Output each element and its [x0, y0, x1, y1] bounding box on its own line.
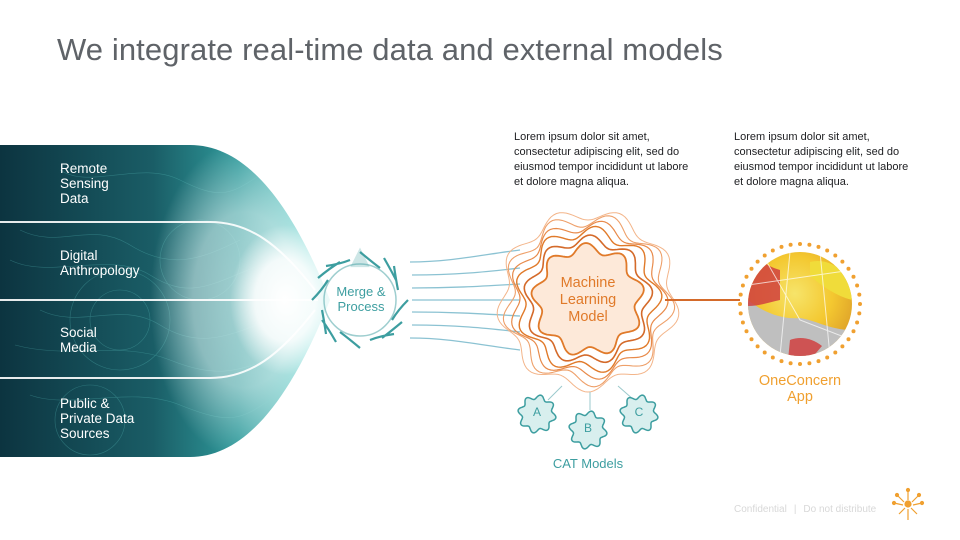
cat-connectors — [547, 385, 635, 410]
app-dot — [755, 344, 760, 349]
app-dot — [851, 329, 856, 334]
app-dot — [858, 302, 862, 306]
app-label-line: App — [787, 389, 813, 405]
app-dot — [798, 242, 802, 246]
company-logo — [891, 487, 925, 520]
app-dot — [833, 350, 838, 355]
app-dot — [846, 337, 851, 342]
ml-label-line: Machine — [560, 275, 616, 291]
source-public-private: Public & Private Data Sources — [60, 396, 180, 441]
app-dot — [740, 283, 745, 288]
footer-notice: Confidential | Do not distribute — [734, 504, 876, 515]
app-dot — [755, 259, 760, 264]
cat-gear — [517, 394, 557, 434]
cat-model-b: B — [583, 421, 592, 435]
cat-model-c: C — [634, 405, 644, 419]
source-remote-sensing: Remote Sensing Data — [60, 161, 180, 206]
app-dot — [825, 355, 830, 360]
cat-model-a: A — [532, 405, 541, 419]
app-dot — [855, 320, 860, 325]
app-dot — [857, 311, 862, 316]
merge-process-ring — [311, 247, 409, 349]
app-dot — [816, 359, 821, 364]
source-label-line: Private Data — [60, 411, 135, 426]
source-label-line: Sources — [60, 426, 110, 441]
app-dot — [749, 337, 754, 342]
app-dot — [855, 283, 860, 288]
footer-confidential: Confidential — [734, 504, 787, 515]
app-dot — [788, 361, 793, 366]
source-label-line: Anthropology — [60, 263, 140, 278]
app-label: OneConcern App — [745, 373, 855, 405]
source-label-line: Digital — [60, 248, 98, 263]
app-dot — [807, 361, 812, 366]
source-label-line: Data — [60, 191, 89, 206]
cat-models-label: CAT Models — [552, 456, 624, 471]
ml-ring — [530, 242, 645, 356]
app-dot — [770, 248, 775, 253]
source-digital-anthropology: Digital Anthropology — [60, 248, 180, 278]
ml-label-line: Model — [568, 309, 608, 325]
app-dot — [762, 253, 767, 258]
app-dot — [857, 292, 862, 297]
app-dot — [798, 362, 802, 366]
ml-ring — [511, 220, 669, 380]
footer-distribution: Do not distribute — [803, 504, 877, 515]
app-dot — [738, 292, 743, 297]
app-description: Lorem ipsum dolor sit amet, consectetur … — [734, 131, 909, 188]
app-dot — [840, 344, 845, 349]
page-title: We integrate real-time data and external… — [57, 32, 723, 67]
app-dot — [779, 359, 784, 364]
source-label-line: Media — [60, 340, 97, 355]
source-label-line: Public & — [60, 396, 110, 411]
app-dot — [740, 320, 745, 325]
cat-gear — [568, 410, 608, 450]
ml-ring — [523, 234, 654, 364]
app-dots — [738, 242, 862, 366]
cat-gears — [517, 394, 659, 450]
source-label-line: Social — [60, 325, 97, 340]
ml-description: Lorem ipsum dolor sit amet, consectetur … — [514, 131, 689, 188]
app-dot — [833, 253, 838, 258]
footer-separator: | — [793, 504, 797, 515]
app-map-circle — [738, 242, 862, 366]
merge-label-line: Merge & — [336, 284, 386, 299]
ml-ring — [516, 225, 663, 373]
ml-label-line: Learning — [559, 292, 617, 308]
source-social-media: Social Media — [60, 325, 180, 355]
app-dot — [846, 266, 851, 271]
merge-process-label: Merge & Process — [325, 284, 397, 314]
source-label-line: Remote — [60, 161, 108, 176]
app-dot — [738, 311, 743, 316]
ml-ring — [502, 215, 676, 388]
app-dot — [779, 244, 784, 249]
app-dot — [744, 329, 749, 334]
app-dot — [816, 244, 821, 249]
ml-model-rings — [496, 212, 680, 393]
source-label-line: Sensing — [60, 176, 109, 191]
app-dot — [851, 274, 856, 279]
app-label-line: OneConcern — [758, 373, 842, 389]
app-dot — [825, 248, 830, 253]
app-dot — [744, 274, 749, 279]
ml-model-label: Machine Learning Model — [548, 275, 628, 326]
app-dot — [770, 355, 775, 360]
app-dot — [788, 242, 793, 247]
app-dot — [738, 302, 742, 306]
app-dot — [840, 259, 845, 264]
app-dot — [807, 242, 812, 247]
ml-ring — [496, 212, 680, 393]
merge-label-line: Process — [337, 299, 385, 314]
flow-lines — [409, 249, 521, 351]
app-dot — [762, 350, 767, 355]
app-dot — [749, 266, 754, 271]
cat-gear — [619, 394, 659, 434]
